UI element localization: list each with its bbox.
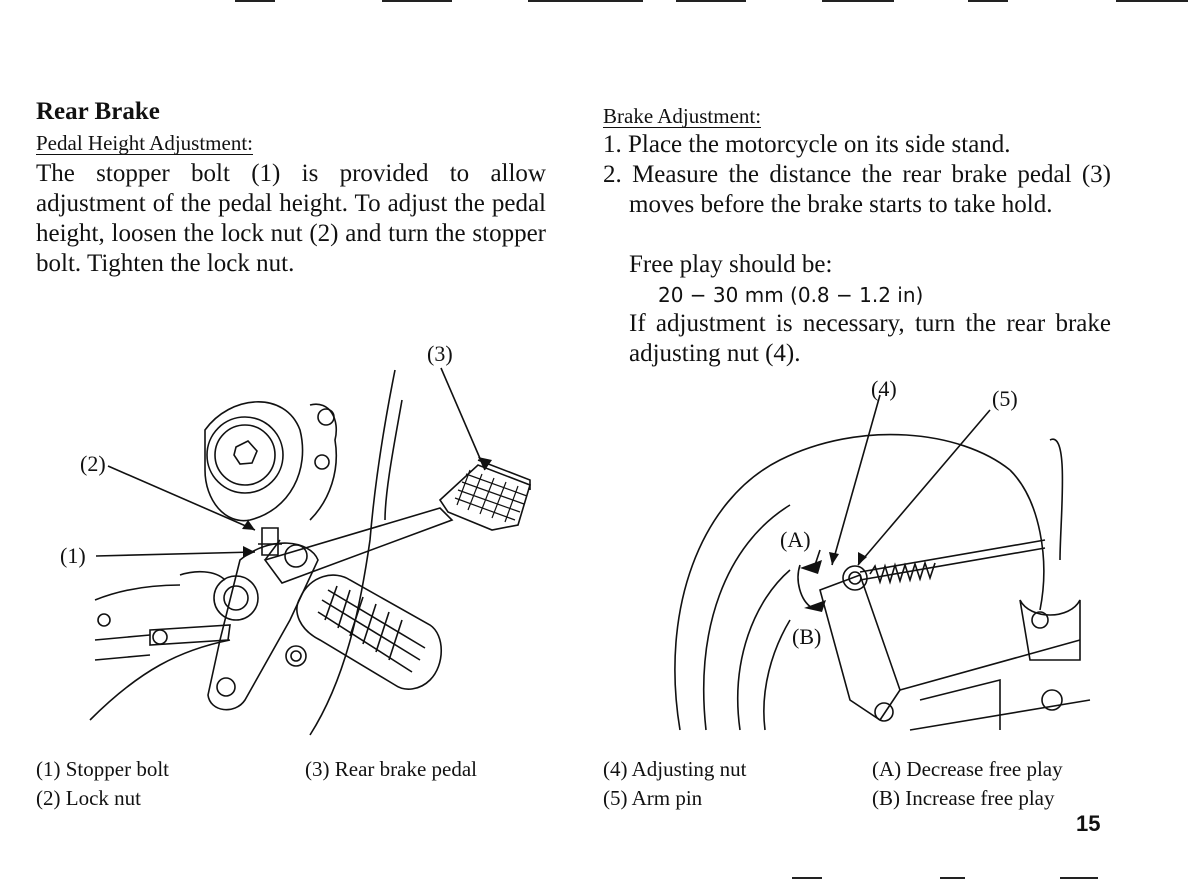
caption-decrease-free-play: (A) Decrease free play — [872, 757, 1063, 781]
callout-1: (1) — [60, 543, 86, 568]
section-heading: Rear Brake — [36, 98, 160, 125]
caption-arm-pin: (5) Arm pin — [603, 786, 703, 810]
callout-5: (5) — [992, 386, 1018, 411]
subheading-brake-adjustment: Brake Adjustment: — [603, 104, 762, 129]
top-rule — [235, 0, 275, 2]
pedal-height-paragraph: The stopper bolt (1) is provided to allo… — [36, 160, 546, 277]
bottom-rule — [792, 877, 822, 879]
callout-4: (4) — [871, 376, 897, 401]
adjust-note: If adjustment is necessary, turn the rea… — [629, 310, 1111, 367]
bottom-rule — [1060, 877, 1098, 879]
caption-adjusting-nut: (4) Adjusting nut — [603, 757, 747, 781]
callout-3: (3) — [427, 341, 453, 366]
caption-rear-brake-pedal: (3) Rear brake pedal — [305, 757, 477, 781]
brake-pedal-illustration — [89, 367, 531, 736]
free-play-label: Free play should be: — [629, 251, 833, 278]
caption-stopper-bolt: (1) Stopper bolt — [36, 757, 169, 781]
callout-b: (B) — [792, 624, 822, 649]
top-rule — [676, 0, 746, 2]
rear-brake-adjuster-illustration — [674, 394, 1091, 731]
step-1: 1. Place the motorcycle on its side stan… — [603, 131, 1011, 158]
top-rule — [1116, 0, 1188, 2]
subheading-pedal-height: Pedal Height Adjustment: — [36, 131, 253, 156]
caption-lock-nut: (2) Lock nut — [36, 786, 141, 810]
top-rule — [528, 0, 643, 2]
caption-increase-free-play: (B) Increase free play — [872, 786, 1055, 810]
free-play-value: 20 − 30 mm (0.8 − 1.2 in) — [658, 283, 924, 307]
step-2: 2. Measure the distance the rear brake p… — [603, 161, 1111, 218]
top-rule — [968, 0, 1008, 2]
bottom-rule — [940, 877, 965, 879]
page-number: 15 — [1076, 811, 1101, 836]
top-rule — [382, 0, 452, 2]
callout-2: (2) — [80, 451, 106, 476]
callout-a: (A) — [780, 527, 811, 552]
top-rule — [822, 0, 894, 2]
